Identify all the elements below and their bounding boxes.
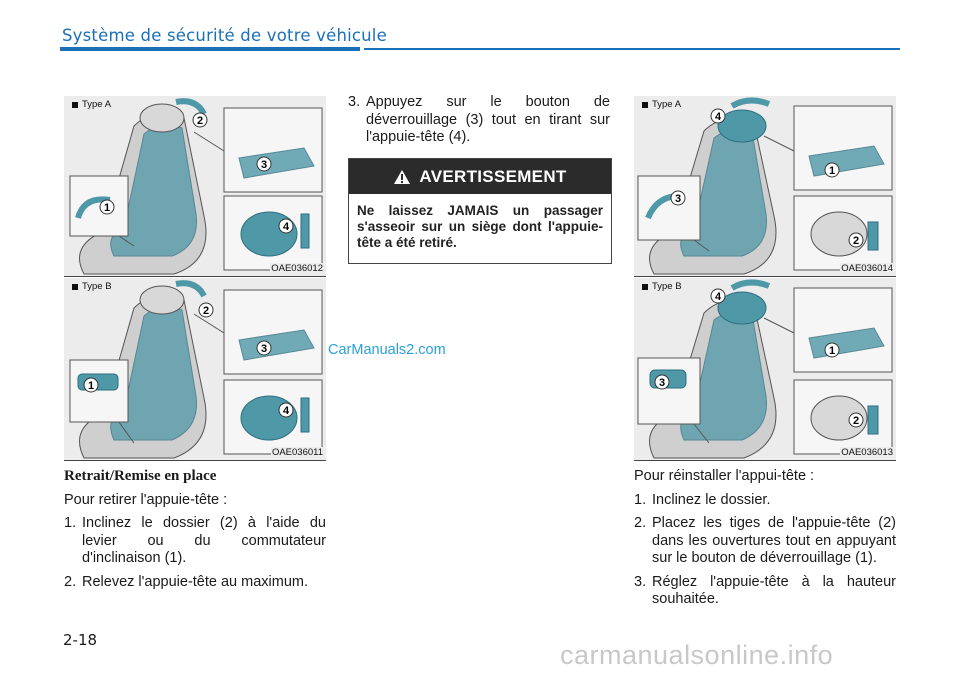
type-label-right-a: Type A [642, 99, 681, 110]
type-label-left-a: Type A [72, 99, 111, 110]
warning-heading: AVERTISSEMENT [419, 166, 567, 186]
callout-4: 4 [715, 291, 722, 303]
list-item: 1. Inclinez le dossier. [634, 492, 896, 510]
seat-illustration-right-b: 3 4 1 2 [637, 279, 893, 459]
type-text: Type A [652, 99, 682, 110]
step-text: Réglez l'appuie-tête à la hauteur souhai… [652, 573, 896, 608]
reinstall-intro: Pour réinstaller l'appui-tête : [634, 468, 815, 484]
step-number: 2. [64, 573, 77, 590]
page-number: 2-18 [63, 631, 98, 649]
callout-2: 2 [203, 305, 209, 317]
header-rule-thick [60, 47, 360, 51]
figure-code: OAE036012 [270, 263, 324, 274]
figure-right-type-b: 3 4 1 2 Type B OAE036013 [634, 278, 896, 461]
callout-1: 1 [88, 380, 94, 392]
bullet-square-icon [72, 101, 78, 108]
seat-illustration-left-a: 1 2 3 4 [69, 98, 323, 275]
bullet-square-icon [642, 101, 648, 108]
warning-box: AVERTISSEMENT Ne laissez JAMAIS un passa… [348, 158, 612, 264]
callout-4: 4 [715, 111, 722, 123]
bullet-square-icon [72, 283, 78, 290]
removal-intro: Pour retirer l'appuie-tête : [64, 491, 228, 508]
callout-2: 2 [197, 115, 203, 127]
step-number: 3. [634, 573, 647, 590]
removal-step-3: 3. Appuyez sur le bouton de déverrouilla… [348, 94, 610, 153]
page-header-title: Système de sécurité de votre véhicule [62, 26, 387, 45]
type-text: Type B [82, 281, 112, 292]
figure-code: OAE036011 [270, 447, 324, 458]
seat-illustration-left-b: 1 2 3 4 [69, 280, 323, 459]
bullet-square-icon [642, 283, 648, 290]
type-text: Type A [82, 99, 112, 110]
step-number: 3. [348, 94, 361, 110]
removal-section: Retrait/Remise en place Pour retirer l'a… [64, 468, 326, 597]
type-label-left-b: Type B [72, 281, 112, 292]
footer-watermark: carmanualsonline.info [560, 640, 834, 670]
callout-4: 4 [283, 405, 290, 417]
warning-text: Ne laissez JAMAIS un passager s'asseoir … [357, 203, 603, 250]
warning-triangle-icon [394, 169, 411, 184]
list-item: 3. Réglez l'appuie-tête à la hauteur sou… [634, 574, 896, 609]
warning-header: AVERTISSEMENT [349, 159, 611, 194]
callout-3: 3 [659, 377, 665, 389]
list-item: 2. Relevez l'appuie-tête au maximum. [64, 574, 326, 592]
callout-3: 3 [675, 193, 681, 205]
type-text: Type B [652, 281, 682, 292]
section-title: Retrait/Remise en place [64, 468, 217, 484]
step-text: Relevez l'appuie-tête au maximum. [82, 573, 309, 590]
list-item: 1. Inclinez le dossier (2) à l'aide du l… [64, 515, 326, 568]
callout-1: 1 [829, 165, 835, 177]
figure-right-type-a: 3 4 1 2 Type A OAE036014 [634, 96, 896, 277]
callout-2: 2 [853, 415, 859, 427]
step-text: Inclinez le dossier (2) à l'aide du levi… [82, 515, 326, 566]
step-text: Inclinez le dossier. [652, 491, 771, 508]
callout-4: 4 [283, 221, 290, 233]
header-rule-thin [364, 48, 900, 50]
callout-3: 3 [261, 343, 267, 355]
callout-1: 1 [829, 345, 835, 357]
watermark-text: CarManuals2.com [328, 342, 446, 358]
callout-1: 1 [104, 202, 110, 214]
callout-3: 3 [261, 159, 267, 171]
figure-code: OAE036014 [840, 263, 894, 274]
step-number: 2. [634, 515, 647, 531]
figure-left-type-b: 1 2 3 4 Type B OAE036011 [64, 278, 326, 461]
figure-code: OAE036013 [840, 447, 894, 458]
figure-left-type-a: 1 2 3 4 Type A OAE036012 [64, 96, 326, 277]
seat-illustration-right-a: 3 4 1 2 [637, 97, 893, 275]
step-number: 1. [634, 491, 647, 508]
callout-2: 2 [853, 235, 859, 247]
reinstall-section: Pour réinstaller l'appui-tête : 1. Incli… [634, 468, 896, 615]
list-item: 3. Appuyez sur le bouton de déverrouilla… [348, 94, 610, 147]
list-item: 2. Placez les tiges de l'appuie-tête (2)… [634, 515, 896, 568]
step-number: 1. [64, 515, 77, 531]
step-text: Appuyez sur le bouton de déverrouillage … [366, 94, 610, 145]
type-label-right-b: Type B [642, 281, 682, 292]
step-text: Placez les tiges de l'appuie-tête (2) da… [652, 515, 896, 566]
